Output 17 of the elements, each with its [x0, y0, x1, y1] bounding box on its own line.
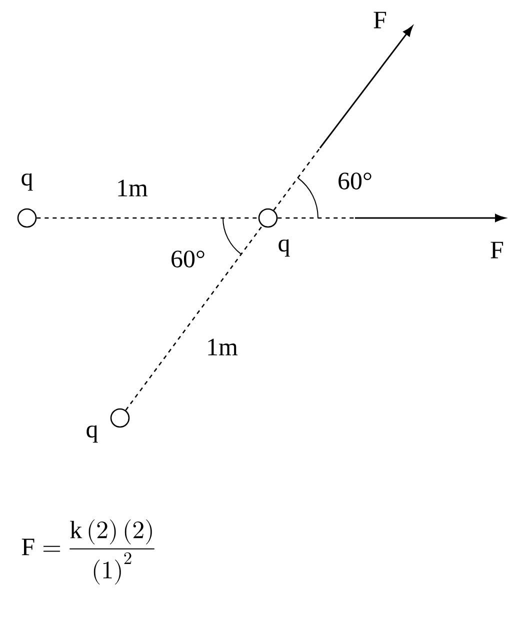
force-arrow: [278, 214, 506, 222]
angle-label: 60°: [338, 172, 372, 190]
edge-label: F: [490, 242, 504, 258]
charge-circle: [17, 208, 37, 228]
charge-label: q: [22, 173, 33, 191]
force-arrow: [273, 26, 413, 211]
charge-circle: [258, 208, 278, 228]
charge-label: q: [278, 239, 290, 257]
distance-line: [36, 217, 258, 219]
charge-circle: [110, 408, 130, 428]
distance-line: [125, 225, 263, 411]
edge-label: 1m: [208, 338, 238, 356]
charge-label: q: [86, 425, 98, 443]
edge-label: 1m: [118, 180, 148, 196]
edge-label: F: [374, 12, 386, 28]
angle-label: 60°: [172, 250, 204, 268]
force-formula: $\mathrm{F}=\frac{\mathrm{k}\left(2\right)\left(2\right)}{\left(1\right)^{2}}$: [22, 519, 154, 585]
